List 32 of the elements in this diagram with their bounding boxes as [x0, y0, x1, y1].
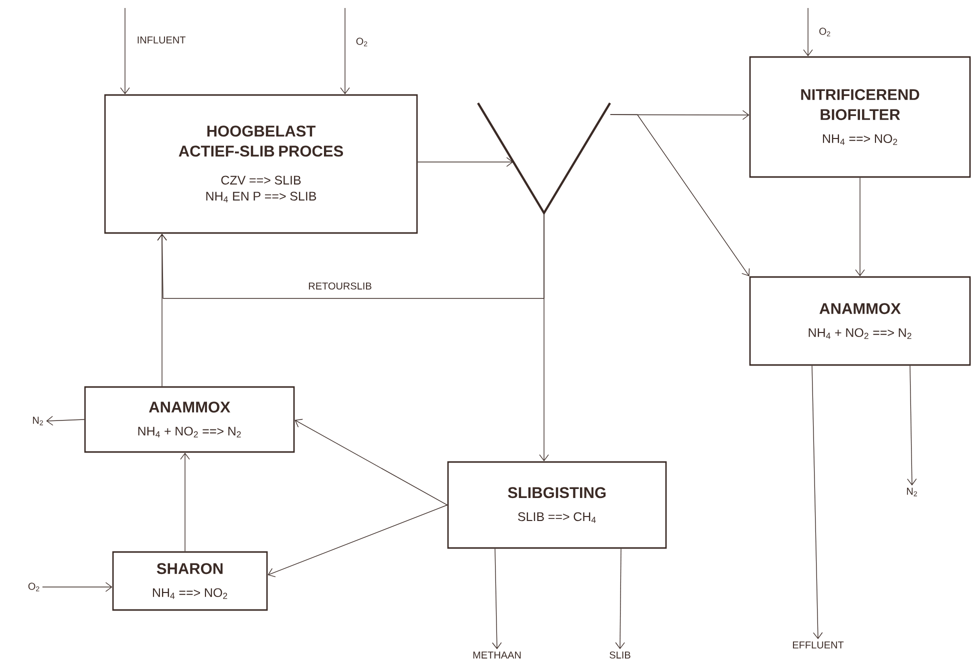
arrow	[615, 548, 625, 650]
arrow	[180, 452, 190, 552]
arrow	[907, 365, 917, 486]
stream-label: N$_{2}$	[33, 416, 43, 426]
arrow	[855, 177, 865, 276]
arrow	[492, 548, 502, 650]
arrow	[268, 504, 448, 578]
edge-label: RETOURSLIB	[306, 280, 374, 292]
process-box: ANAMMOX NH$_{4}$ + NO$_{2}$ ==> N$_{2}$	[749, 276, 971, 366]
stream-label: METHAAN	[473, 652, 521, 658]
process-box: NITRIFICEREND BIOFILTER NH$_{4}$ ==> NO$_{2}$	[749, 56, 971, 178]
arrow	[294, 418, 448, 506]
arrow	[417, 157, 514, 167]
arrow	[340, 8, 350, 94]
arrow	[46, 416, 85, 426]
arrow	[610, 114, 750, 276]
stream-label: SLIB	[610, 651, 630, 659]
process-box: ANAMMOX NH$_{4}$ + NO$_{2}$ ==> N$_{2}$	[84, 386, 295, 453]
arrow	[42, 582, 112, 592]
stream-label: N$_{2}$	[907, 488, 917, 496]
arrow	[157, 213, 544, 299]
arrow	[803, 8, 813, 56]
process-box: HOOGBELAST ACTIEF-SLIB PROCES CZV ==> SLIB NH$_{4}$ EN P ==> SLIB	[104, 94, 418, 234]
stream-label: EFFLUENT	[793, 642, 844, 648]
process-box: SHARON NH$_{4}$ ==> NO$_{2}$	[112, 551, 268, 611]
settling-tank	[477, 102, 611, 216]
arrow	[812, 365, 823, 640]
edge-label: INFLUENT	[135, 35, 188, 45]
arrow	[157, 234, 167, 387]
process-box: SLIBGISTING SLIB ==> CH$_{4}$	[447, 461, 667, 549]
arrow	[120, 8, 130, 94]
stream-label: O$_{2}$	[28, 582, 40, 592]
